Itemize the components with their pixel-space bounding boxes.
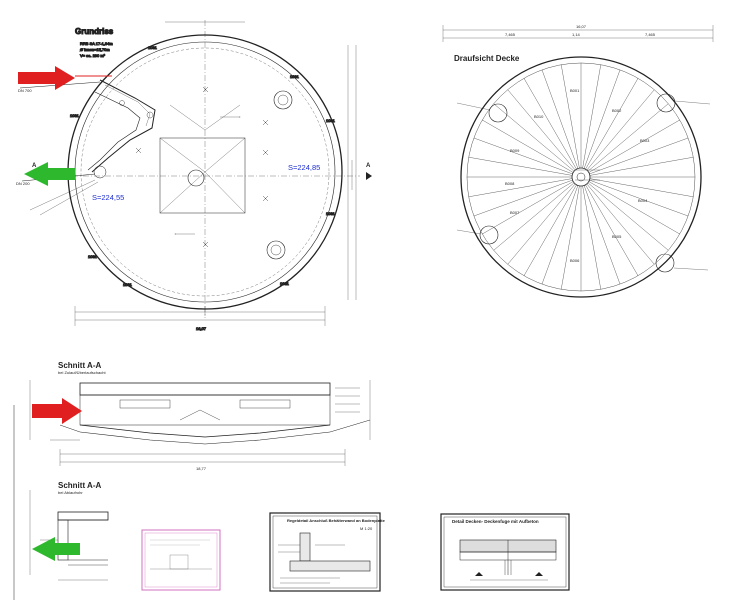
slab-label: B003 <box>640 138 650 143</box>
inflow-pipe-label: DN 700 <box>18 88 32 93</box>
draufsicht-dim-right: 7,465 <box>645 32 656 37</box>
slab-joint-line <box>589 178 694 197</box>
draufsicht-dim-left: 7,465 <box>505 32 516 37</box>
wall-label: 1081 <box>88 254 98 259</box>
slab-label: B009 <box>510 148 520 153</box>
slab-joint-line <box>482 181 574 235</box>
slab-joint-line <box>473 179 573 217</box>
wall-label: 1081 <box>326 118 336 123</box>
slab-label: B010 <box>534 114 544 119</box>
grundriss-dim-bottom: 16,07 <box>196 326 207 331</box>
slab-joint-line <box>493 103 575 172</box>
schnitt-aa-long: Schnitt A-A bei Zulauf/Überlaufschacht 1… <box>13 361 371 600</box>
slab-joint-line <box>589 157 694 176</box>
slab-label: B007 <box>510 210 520 215</box>
slab-joint-line <box>583 185 621 285</box>
slab-joint-line <box>585 184 639 276</box>
section-marker-right: A <box>366 163 371 169</box>
inflow-arrow-section <box>32 398 82 424</box>
draufsicht-dim-top: 16,07 <box>576 24 587 29</box>
slab-joint-line <box>589 137 689 175</box>
wall-label: 1081 <box>123 282 133 287</box>
detail-deck-joint: Detail Decken- Deckenfuge mit Aufbeton <box>440 513 570 591</box>
slab-label: B004 <box>638 198 648 203</box>
slab-joint-line <box>585 78 639 170</box>
detail-sheet-small <box>141 529 221 591</box>
slab-joint-line <box>482 119 574 173</box>
schnitt2-title: Schnitt A-A <box>58 481 101 490</box>
wall-label: 1081 <box>290 74 300 79</box>
grundriss-info-1: RRB SA 17-1,84m <box>80 41 113 46</box>
schnitt1-title: Schnitt A-A <box>58 361 101 370</box>
slab-label: B001 <box>570 88 580 93</box>
schnitt-aa-short: Schnitt A-A bei Ablaufrohr <box>29 481 109 581</box>
slab-joint-line <box>523 184 577 276</box>
schnitt1-subtitle: bei Zulauf/Überlaufschacht <box>58 370 106 375</box>
slab-joint-line <box>582 185 601 290</box>
slab-joint-line <box>541 69 579 169</box>
schnitt1-dim-bottom: 18,77 <box>196 466 207 471</box>
slab-joint-line <box>523 78 577 170</box>
outflow-pipe-label: DN 200 <box>16 181 30 186</box>
wall-label: 1081 <box>148 45 158 50</box>
slab-label: B005 <box>612 234 622 239</box>
slab-joint-line <box>587 182 669 251</box>
slab-label: B002 <box>612 108 622 113</box>
outflow-arrow <box>24 162 75 186</box>
detail-wall-slab: Regeldetail Anschluß Behälterwand an Bod… <box>269 512 386 592</box>
slab-label: B006 <box>570 258 580 263</box>
slab-joint-line <box>583 69 621 169</box>
draufsicht-decke: Draufsicht Decke 16,07 7,465 1,14 7,465 … <box>442 24 714 298</box>
detail2-title: Detail Decken- Deckenfuge mit Aufbeton <box>452 519 539 524</box>
roof-outer-ring <box>460 56 702 298</box>
wall-label: 1081 <box>280 281 290 286</box>
slab-joint-line <box>582 64 601 169</box>
grundriss-plan: Grundriss RRB SA 17-1,84m Ø innen=15,70m… <box>16 20 372 332</box>
slab-joint-line <box>586 183 655 265</box>
draufsicht-dim-mid: 1,14 <box>572 32 581 37</box>
slab-joint-line <box>493 182 575 251</box>
detail1-scale: M 1:20 <box>360 526 373 531</box>
slab-joint-line <box>586 89 655 171</box>
inflow-arrow <box>18 66 75 90</box>
draufsicht-title: Draufsicht Decke <box>454 54 520 63</box>
slab-joint-line <box>468 157 573 176</box>
roof-slab-joints <box>467 63 695 291</box>
slab-joint-line <box>507 89 576 171</box>
slab-joint-line <box>507 183 576 265</box>
level-right: S=224,85 <box>288 163 320 172</box>
slab-joint-line <box>468 178 573 197</box>
slab-joint-line <box>587 103 669 172</box>
slab-joint-line <box>589 179 689 217</box>
schnitt2-subtitle: bei Ablaufrohr <box>58 490 83 495</box>
grundriss-title: Grundriss <box>75 27 114 36</box>
wall-label: 1081 <box>326 211 336 216</box>
tank-floor-edge <box>80 47 330 297</box>
slab-joint-line <box>588 119 680 173</box>
slab-joint-line <box>473 137 573 175</box>
grundriss-info-2: Ø innen=15,70m <box>80 47 110 52</box>
wall-label: 1081 <box>70 113 80 118</box>
slab-joint-line <box>588 181 680 235</box>
level-left: S=224,55 <box>92 193 124 202</box>
grundriss-info-3: V= ca. 290 m³ <box>80 53 106 58</box>
outflow-arrow-section <box>32 537 80 561</box>
detail1-title: Regeldetail Anschluß Behälterwand an Bod… <box>287 518 386 523</box>
slab-joint-line <box>541 185 579 285</box>
slab-label: B008 <box>505 181 515 186</box>
section-marker-left: A <box>32 163 37 169</box>
slab-joint-line <box>561 64 580 169</box>
slab-joint-line <box>561 185 580 290</box>
